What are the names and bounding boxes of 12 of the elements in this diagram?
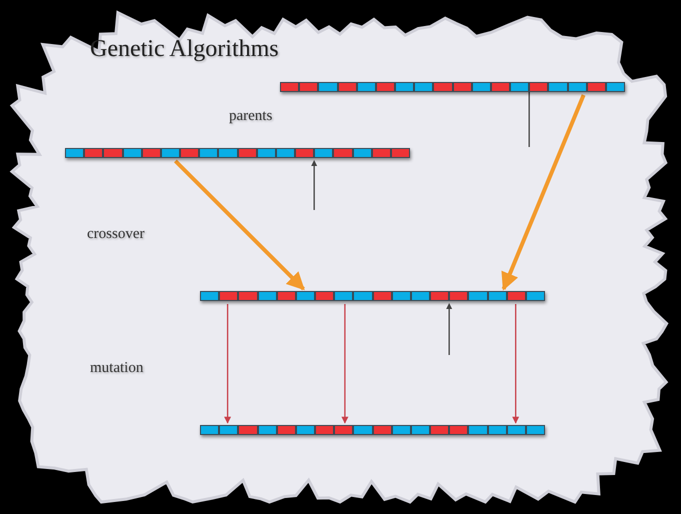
stage-label: mutation [90,360,144,377]
arrow [501,94,586,291]
stage-label: parents [229,108,272,125]
arrow [224,304,232,424]
chromosome-bar [65,148,410,158]
chromosome-bar [280,82,625,92]
arrow [512,304,520,424]
chromosome-bar [200,425,545,435]
stage-label: crossover [87,226,144,243]
chromosome-bar [200,291,545,301]
arrow [174,160,305,290]
arrow [341,304,348,424]
